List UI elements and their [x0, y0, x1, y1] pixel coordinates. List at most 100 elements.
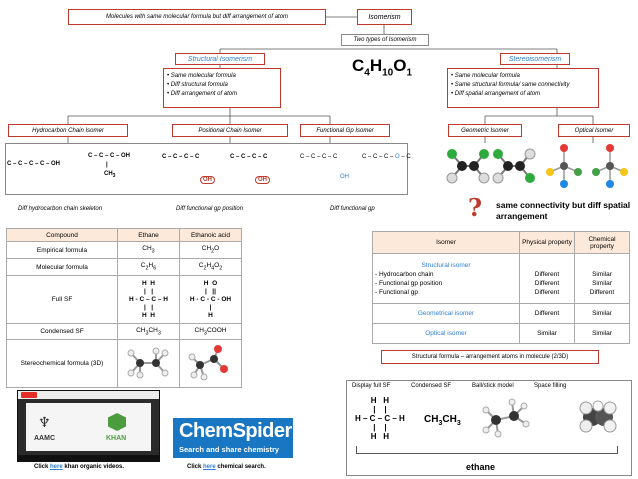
label-condensed-sf: Condensed SF — [411, 383, 452, 389]
ethane-panel — [346, 380, 632, 476]
caption-chain: Diff hydrocarbon chain skeleton — [18, 206, 103, 212]
chlorine-atom — [447, 149, 457, 159]
stereo-bullet: • Diff spatial arrangement of atom — [451, 91, 541, 97]
table-cell: Similar — [574, 303, 630, 324]
table-cell: CH2O — [178, 241, 243, 259]
table-cell: Similar — [574, 323, 630, 344]
definition-box: Molecules with same molecular formula bu… — [68, 9, 326, 25]
khan-video-caption: Click here khan organic videos. — [34, 464, 124, 470]
table-cell: Condensed SF — [6, 323, 118, 340]
structural-chemical: Similar Similar Different — [574, 253, 630, 304]
stereoisomerism-box: Stereoisomerism — [500, 53, 570, 65]
ethane-3d-model — [117, 339, 180, 388]
functional-structure-2: C – C – C – O – C — [362, 154, 411, 160]
stereo-note: same connectivity but diff spatial arran… — [496, 200, 631, 221]
compound-table: Compound Ethane Ethanoic acid Empirical … — [6, 228, 243, 388]
functional-oh: OH — [340, 174, 349, 180]
chemspider-title: ChemSpider — [179, 420, 292, 442]
type-label: Functional Gp Isomer — [316, 127, 374, 134]
khan-text: KHAN — [106, 435, 127, 442]
label-space-filling: Space filling — [534, 383, 567, 389]
ethane-header: Ethane — [117, 228, 180, 242]
chemspider-logo[interactable]: ChemSpider Search and share chemistry — [173, 418, 293, 458]
chain-bond: | — [106, 162, 108, 168]
caption-functional: Diff functional gp — [330, 206, 375, 212]
type-label: Positional Chain Isomer — [198, 127, 262, 134]
structural-bullets: • Same molecular formula • Diff structur… — [163, 68, 281, 108]
func2-suffix: – C — [401, 154, 411, 160]
ethane-full-sf: H H| |H - C – C – H| |H H — [117, 275, 180, 324]
khan-video-thumbnail[interactable]: ♆ AAMC KHAN — [17, 390, 160, 462]
structural-formula-title-box: Structural formula – arrangement atoms i… — [381, 350, 599, 364]
optical-isomer-box: Optical Isomer — [558, 124, 630, 137]
functional-structure-1: C – C – C – C — [300, 154, 338, 160]
caption-prefix: Click — [34, 464, 51, 470]
ethane-condensed: CH3CH3 — [424, 414, 461, 427]
positional-structure-2: C – C – C – C — [230, 154, 268, 160]
table-cell: Similar — [592, 279, 612, 287]
positional-chain-isomer-box: Positional Chain Isomer — [172, 124, 288, 137]
aamc-logo-icon: ♆ — [38, 415, 51, 431]
caption-suffix: khan organic videos. — [62, 464, 125, 470]
caption-position: Diff functional gp position — [176, 206, 244, 212]
caption-suffix: chemical search. — [215, 464, 266, 470]
chain-branch: CH3 — [104, 171, 116, 180]
table-cell: C2H4O2 — [178, 258, 243, 276]
optical-isomer-cell: Optical isomer — [372, 323, 520, 344]
chemical-header: Chemical property — [574, 231, 630, 254]
ethanoic-full-sf: H O| ||H - C - C - OH|H — [178, 275, 243, 324]
structural-bullet: • Same molecular formula — [167, 73, 236, 79]
isomer-property-table: Isomer Physical property Chemical proper… — [372, 231, 630, 344]
structural-physical: Different Different Different — [519, 253, 575, 304]
func2-prefix: C – C – C – — [362, 154, 394, 160]
caption-prefix: Click — [187, 464, 204, 470]
table-cell: C2H6 — [117, 258, 180, 276]
structural-isomerism-title: Structural Isomerism — [187, 55, 253, 63]
chemspider-link[interactable]: here — [203, 464, 216, 470]
geometrical-isomer-cell: Geometrical isomer — [372, 303, 520, 324]
ethane-display-formula: H H| |H – C – C – H| |H H — [355, 396, 405, 441]
functional-gp-isomer-box: Functional Gp Isomer — [300, 124, 390, 137]
ethane-ball-stick-icon — [127, 347, 169, 378]
structural-bullet: • Diff structural formula — [167, 82, 228, 88]
chain-structure-1: C – C – C – C – OH — [7, 161, 61, 167]
ethanoic-header: Ethanoic acid — [178, 228, 243, 242]
physical-header: Physical property — [519, 231, 575, 254]
ethane-ball-stick-model — [482, 398, 530, 438]
table-cell: Different — [534, 288, 560, 296]
ethane-label: ethane — [466, 462, 496, 472]
table-cell: CH3CH3 — [117, 323, 180, 340]
table-cell: Different — [519, 303, 575, 324]
label-display-full-sf: Display full SF — [352, 383, 391, 389]
structural-bullet: • Diff arrangement of atom — [167, 91, 238, 97]
table-cell: Molecular formula — [6, 258, 118, 276]
isomer-header: Isomer — [372, 231, 520, 254]
two-types-label: Two types of Isomerism — [353, 37, 417, 43]
oh-highlight-1: OH — [200, 176, 215, 184]
structural-item: - Hydrocarbon chain — [375, 270, 434, 278]
stereoisomerism-title: Stereoisomerism — [508, 55, 562, 63]
structural-item: - Functional gp — [375, 288, 418, 296]
structural-isomerism-box: Structural Isomerism — [175, 53, 265, 65]
table-cell: Empirical formula — [6, 241, 118, 259]
molecular-formula: C4H10O1 — [352, 56, 413, 79]
structural-item: - Functional gp position — [375, 279, 443, 287]
structural-isomer-cell: Structural isomer - Hydrocarbon chain - … — [372, 253, 520, 304]
table-cell: CH3 — [117, 241, 180, 259]
khan-video-link[interactable]: here — [50, 464, 63, 470]
structures-panel — [5, 143, 408, 195]
chain-structure-2: C – C – C – OH — [88, 153, 131, 159]
chemspider-caption: Click here chemical search. — [187, 464, 266, 470]
stereo-bullet: • Same structural formula/ same connecti… — [451, 82, 570, 88]
isomerism-title: Isomerism — [368, 13, 401, 21]
question-mark-icon: ? — [468, 193, 483, 222]
table-cell: Different — [534, 270, 560, 278]
type-label: Geometric Isomer — [461, 127, 509, 134]
structural-formula-title: Structural formula – arrangement atoms i… — [411, 354, 569, 360]
oh-highlight-2: OH — [255, 176, 270, 184]
geometric-isomer-models — [446, 148, 536, 184]
aamc-text: AAMC — [34, 435, 55, 442]
table-cell: Full SF — [6, 275, 118, 324]
youtube-icon — [21, 392, 37, 398]
geometric-isomer-box: Geometric Isomer — [448, 124, 522, 137]
